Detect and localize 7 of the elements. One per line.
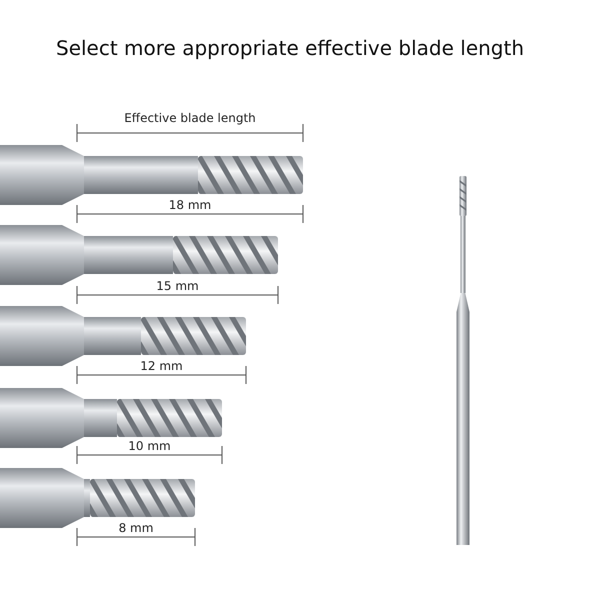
dimension-label: Effective blade length	[124, 111, 256, 125]
dimension-label: 8 mm	[118, 521, 154, 535]
dimension-label: 12 mm	[140, 359, 183, 373]
dimension-label: 10 mm	[128, 439, 171, 453]
title: Select more appropriate effective blade length	[56, 36, 524, 60]
dimension-label: 15 mm	[156, 279, 199, 293]
dimension-label: 18 mm	[168, 198, 212, 212]
